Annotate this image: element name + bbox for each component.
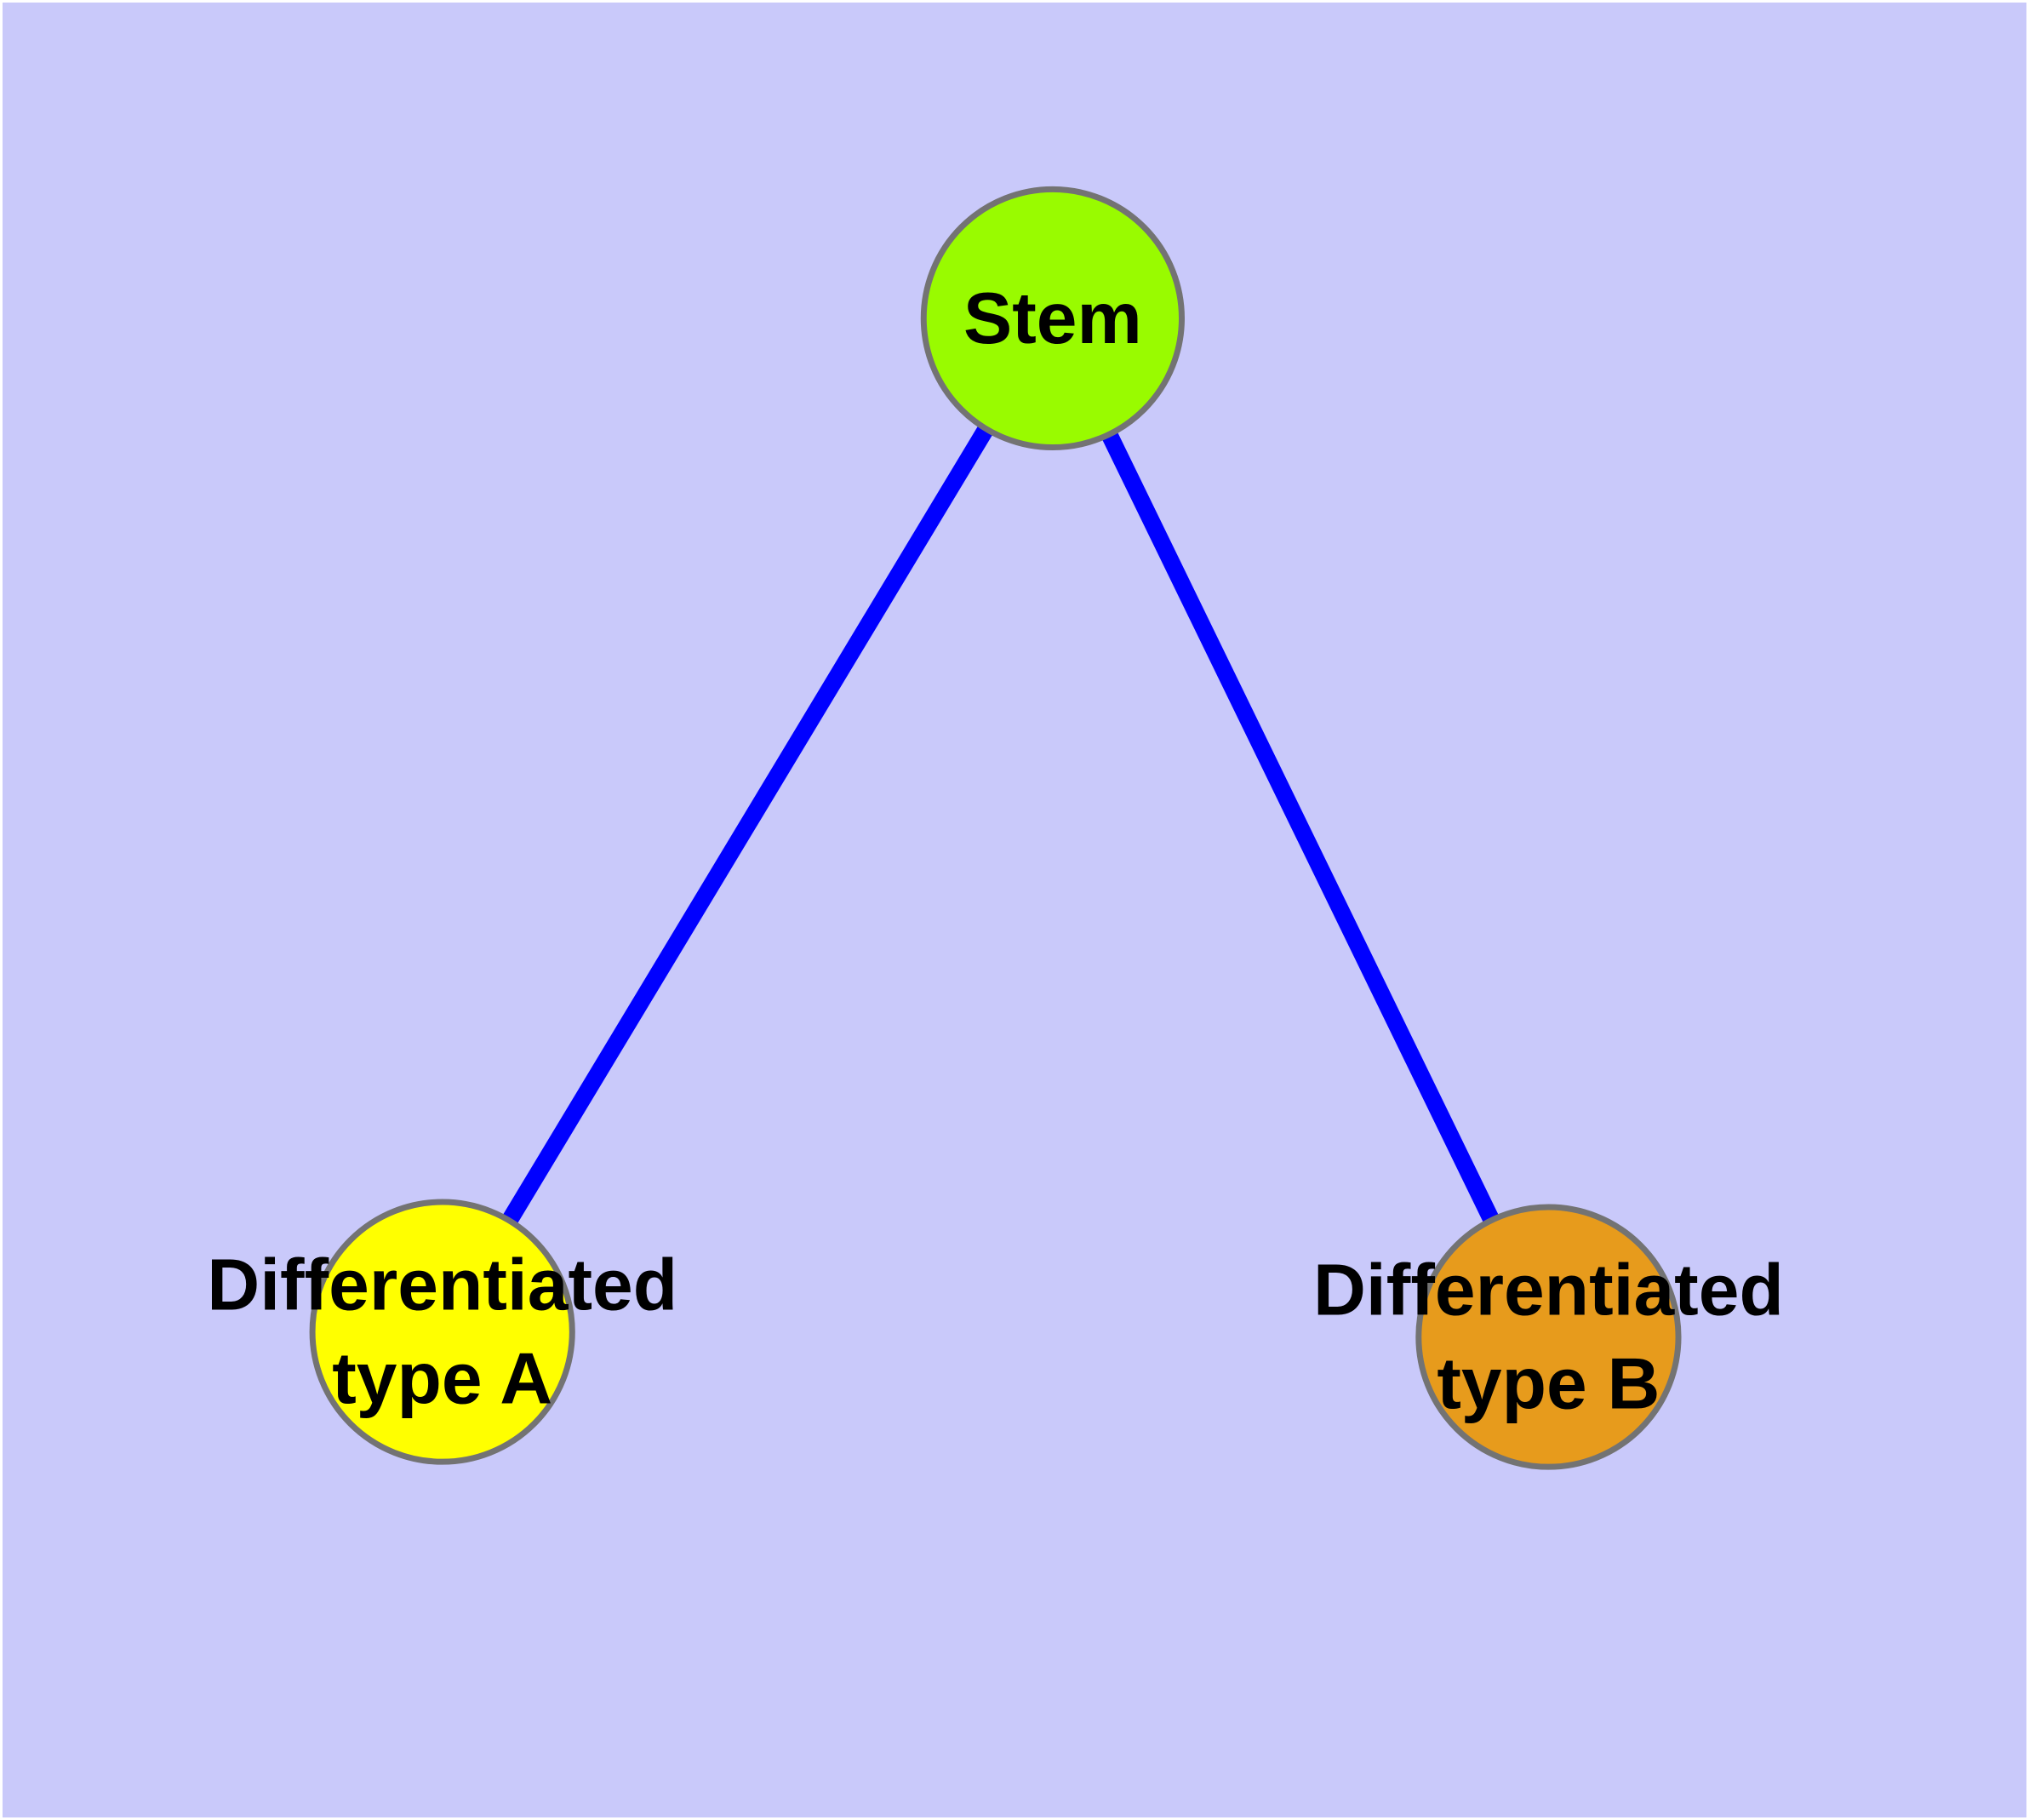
edge-stem-type-a xyxy=(435,313,1060,1336)
node-type-a-label-line2: type A xyxy=(332,1337,552,1419)
node-type-a-label-line1: Differentiated xyxy=(207,1245,677,1326)
edges-layer xyxy=(435,313,1557,1341)
node-stem-circle xyxy=(920,186,1185,451)
node-type-b-label-line2: type B xyxy=(1437,1342,1660,1424)
node-type-b: Differentiated type B xyxy=(1313,1204,1784,1470)
node-type-b-circle xyxy=(1415,1204,1682,1470)
node-type-a-circle xyxy=(309,1199,575,1465)
node-type-b-label-line1: Differentiated xyxy=(1313,1250,1784,1331)
edge-stem-type-b xyxy=(1044,314,1557,1341)
node-stem: Stem xyxy=(920,186,1185,451)
node-type-a: Differentiated type A xyxy=(207,1199,677,1465)
node-stem-label: Stem xyxy=(963,278,1142,359)
